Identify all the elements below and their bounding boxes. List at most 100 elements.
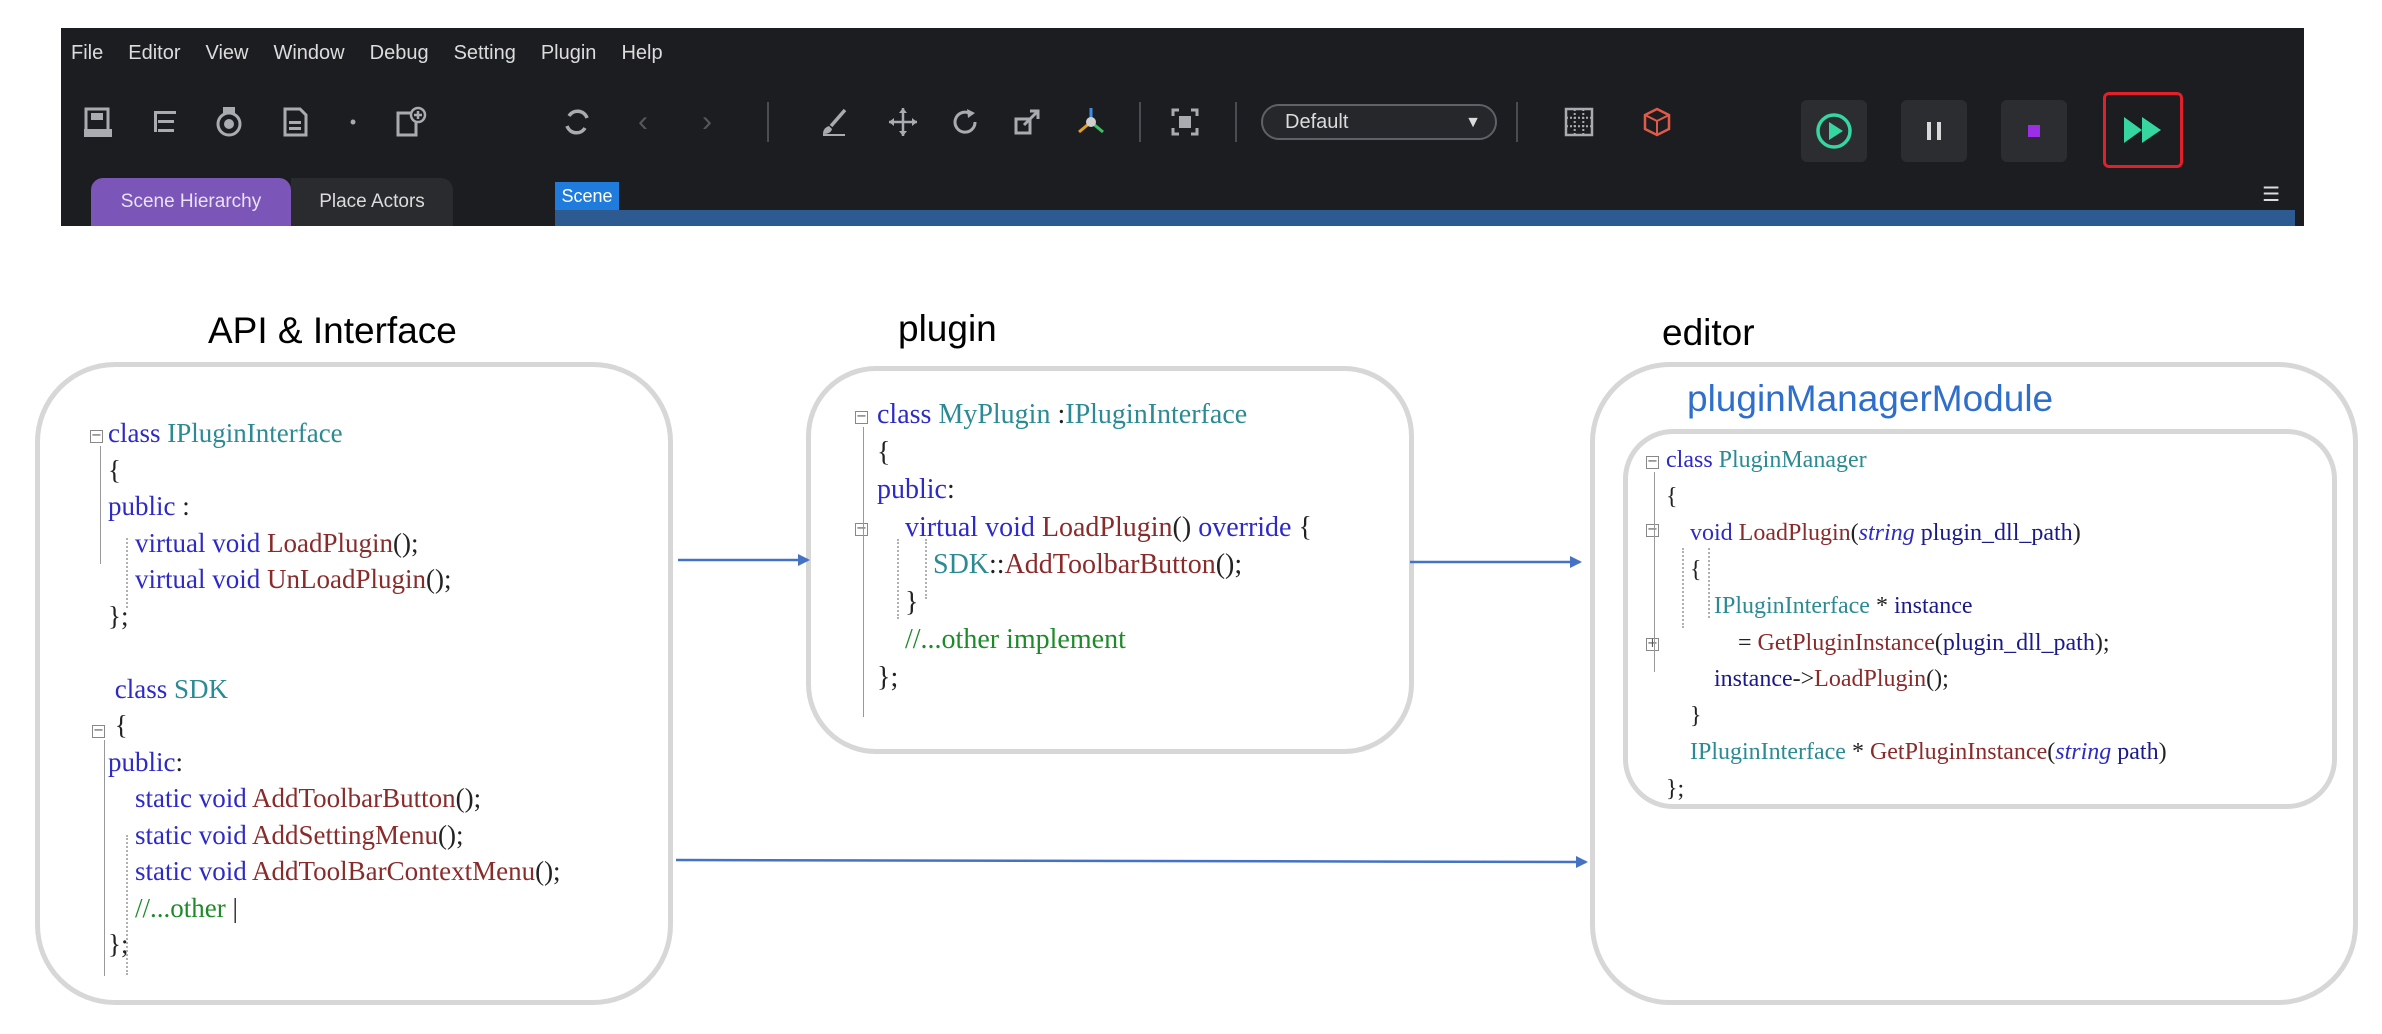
code-token: } [1666,702,1702,729]
code-token: : [947,474,955,505]
toolbar-separator [767,102,769,142]
code-token: (); [1926,666,1949,692]
pivot-icon[interactable] [1069,100,1113,144]
code-token: (); [535,856,561,886]
code-token: { [1298,511,1312,543]
menu-plugin[interactable]: Plugin [540,41,597,64]
code-token: (); [455,783,482,813]
fast-forward-button[interactable] [2103,92,2183,168]
code-line: virtual void UnLoadPlugin(); [108,566,451,593]
code-token: { [108,710,128,740]
brush-icon[interactable] [813,100,857,144]
stop-button[interactable] [2001,100,2067,162]
fold-toggle-icon[interactable]: − [92,723,105,738]
code-token: class [1666,447,1719,473]
menu-window[interactable]: Window [273,41,345,64]
tab-scene[interactable]: Scene [555,182,619,210]
code-line: virtual void LoadPlugin() override { [877,511,1312,543]
code-token: (); [392,527,419,558]
fold-toggle-icon[interactable]: − [855,409,868,424]
code-line: { [108,456,121,484]
menu-setting[interactable]: Setting [453,41,516,64]
code-token: AddToolBarContextMenu [252,856,536,886]
move-icon[interactable] [881,100,925,144]
fold-toggle-icon[interactable]: + [1646,636,1659,651]
tab-place-actors[interactable]: Place Actors [291,178,453,226]
tab-scene-hierarchy[interactable]: Scene Hierarchy [91,178,291,226]
code-line: { [108,712,128,739]
code-token: string [1858,520,1921,546]
code-token: IPluginInterface [1690,739,1852,765]
menu-file[interactable]: File [71,41,104,64]
code-token: void [1690,520,1739,546]
code-token: class [108,673,174,704]
document-icon[interactable] [273,100,317,144]
code-line: //...other implement [877,626,1126,654]
menu-help[interactable]: Help [621,41,663,64]
code-line: = GetPluginInstance(plugin_dll_path); [1666,631,2110,655]
code-line: SDK::AddToolbarButton(); [877,551,1242,579]
code-token: AddSettingMenu [252,819,438,850]
code-token: virtual void [135,527,267,558]
code-line: instance->LoadPlugin(); [1666,667,1949,691]
list-icon[interactable] [143,100,187,144]
api-interface-panel: class IPluginInterface{public : virtual … [35,362,673,1005]
add-document-icon[interactable] [389,100,433,144]
editor-panel: pluginManagerModule class PluginManager{… [1590,362,2358,1005]
plugin-code-block: class MyPlugin :IPluginInterface{public:… [855,399,1407,731]
rotate-icon[interactable] [943,100,987,144]
cube-icon[interactable] [1635,100,1679,144]
menu-editor[interactable]: Editor [128,41,181,64]
code-token: IPluginInterface [167,418,343,448]
fold-toggle-icon[interactable]: − [90,428,103,443]
code-token: = [1666,629,1758,656]
code-line: static void AddToolBarContextMenu(); [108,858,561,885]
code-token: //...other [135,892,233,923]
forward-arrow-icon[interactable]: › [702,105,712,138]
fold-toggle-icon[interactable]: − [1646,454,1659,469]
code-token: plugin_dll_path [1920,520,2073,546]
code-line: }; [108,931,128,958]
scene-menu-icon[interactable]: ☰ [2262,184,2280,206]
code-token: class [877,399,939,430]
indent-guide [100,446,101,564]
indent-guide [1654,472,1655,672]
code-token: : [182,491,190,521]
code-token: static void [135,783,252,813]
toolbar-separator [1516,102,1518,142]
menu-view[interactable]: View [205,41,249,64]
code-token: LoadPlugin [1814,666,1927,692]
code-line: class PluginManager [1666,448,1867,472]
back-arrow-icon[interactable]: ‹ [638,105,648,138]
dropdown-dot-icon[interactable]: • [349,111,357,132]
toolbar-separator [1235,102,1237,142]
grid-icon[interactable] [1557,100,1601,144]
fold-toggle-icon[interactable]: − [1646,522,1659,537]
menu-debug[interactable]: Debug [369,41,429,64]
toolbar-separator [1139,102,1141,142]
pause-button[interactable] [1901,100,1967,162]
save-all-icon[interactable] [77,100,121,144]
code-token: SDK [173,673,228,704]
code-token: LoadPlugin [266,527,393,558]
scale-icon[interactable] [1005,100,1049,144]
code-line: IPluginInterface * GetPluginInstance(str… [1666,740,2167,764]
code-line: public: [108,748,183,776]
code-token: }; [108,929,129,959]
code-token: static void [135,819,252,850]
refresh-icon[interactable] [555,100,599,144]
code-token: LoadPlugin [1738,520,1851,546]
layout-dropdown[interactable]: Default ▼ [1261,104,1497,140]
code-line: virtual void LoadPlugin(); [108,527,419,558]
code-line: static void AddSettingMenu(); [108,819,463,850]
fold-toggle-icon[interactable]: − [855,521,868,536]
code-token: AddToolbarButton [1004,549,1216,580]
indent-guide [925,539,927,599]
scene-viewport[interactable] [555,210,2295,226]
play-button[interactable] [1801,100,1867,162]
panel-tabs: Scene Hierarchy Place Actors Scene ☰ [61,178,2304,226]
cloud-icon[interactable] [207,100,251,144]
focus-frame-icon[interactable] [1163,100,1207,144]
plugin-label: plugin [898,308,997,349]
